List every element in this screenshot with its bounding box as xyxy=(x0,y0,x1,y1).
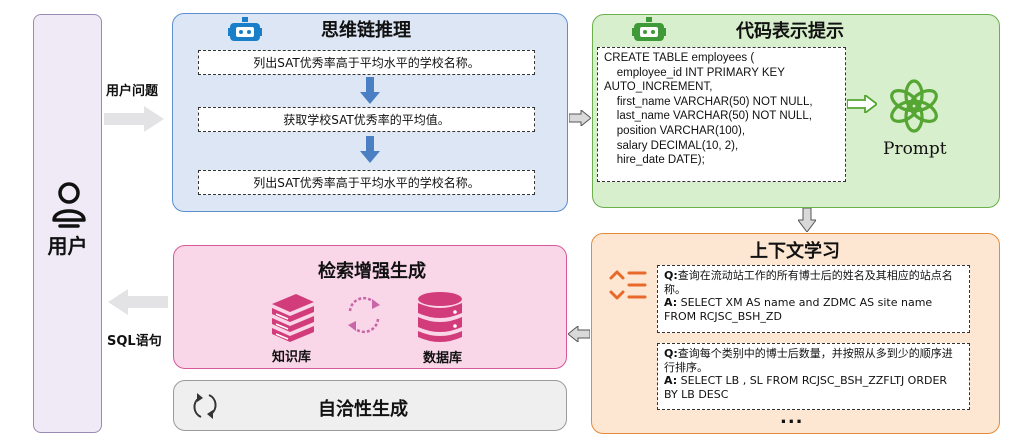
kb-label: 知识库 xyxy=(272,350,312,365)
code-prompt-title: 代码表示提示 xyxy=(736,21,844,42)
icl-ellipsis: ... xyxy=(780,407,804,428)
cot-step: 获取学校SAT优秀率的平均值。 xyxy=(198,107,535,132)
openai-logo-icon xyxy=(890,79,938,133)
sql-arrow xyxy=(108,289,168,315)
down-arrow xyxy=(798,208,816,232)
cot-step: 列出SAT优秀率高于平均水平的学校名称。 xyxy=(198,170,535,195)
books-icon xyxy=(272,294,314,342)
sync-icon xyxy=(348,296,380,334)
cot-title: 思维链推理 xyxy=(321,20,411,41)
robot-icon xyxy=(228,17,262,41)
code-block: CREATE TABLE employees ( employee_id INT… xyxy=(597,47,846,182)
rag-title: 检索增强生成 xyxy=(318,261,426,282)
user-question-label: 用户问题 xyxy=(106,84,159,99)
icl-example: Q:查询每个类别中的博士后数量，并按照从多到少的顺序进行排序。 A: SELEC… xyxy=(657,343,970,410)
right-arrow xyxy=(847,95,877,113)
prompt-label: Prompt xyxy=(883,139,947,159)
db-label: 数据库 xyxy=(423,351,463,366)
cot-step: 列出SAT优秀率高于平均水平的学校名称。 xyxy=(198,50,535,75)
user-icon xyxy=(52,182,86,228)
right-arrow xyxy=(569,110,591,126)
icl-title: 上下文学习 xyxy=(750,241,840,262)
down-arrow xyxy=(360,77,380,104)
rag-panel xyxy=(173,245,567,369)
self-consistency-title: 自洽性生成 xyxy=(318,399,408,420)
refresh-icon xyxy=(193,393,217,419)
icl-example: Q:查询在流动站工作的所有博士后的姓名及其相应的站点名称。 A: SELECT … xyxy=(657,265,970,333)
question-arrow xyxy=(104,106,164,132)
down-arrow xyxy=(360,136,380,163)
list-icon xyxy=(609,270,647,300)
user-panel: 用户 xyxy=(33,14,102,433)
database-icon xyxy=(418,292,462,342)
robot-icon xyxy=(632,17,666,41)
user-label: 用户 xyxy=(47,234,88,258)
left-arrow xyxy=(568,326,590,342)
self-consistency-panel xyxy=(173,380,567,431)
sql-label: SQL语句 xyxy=(107,334,162,349)
